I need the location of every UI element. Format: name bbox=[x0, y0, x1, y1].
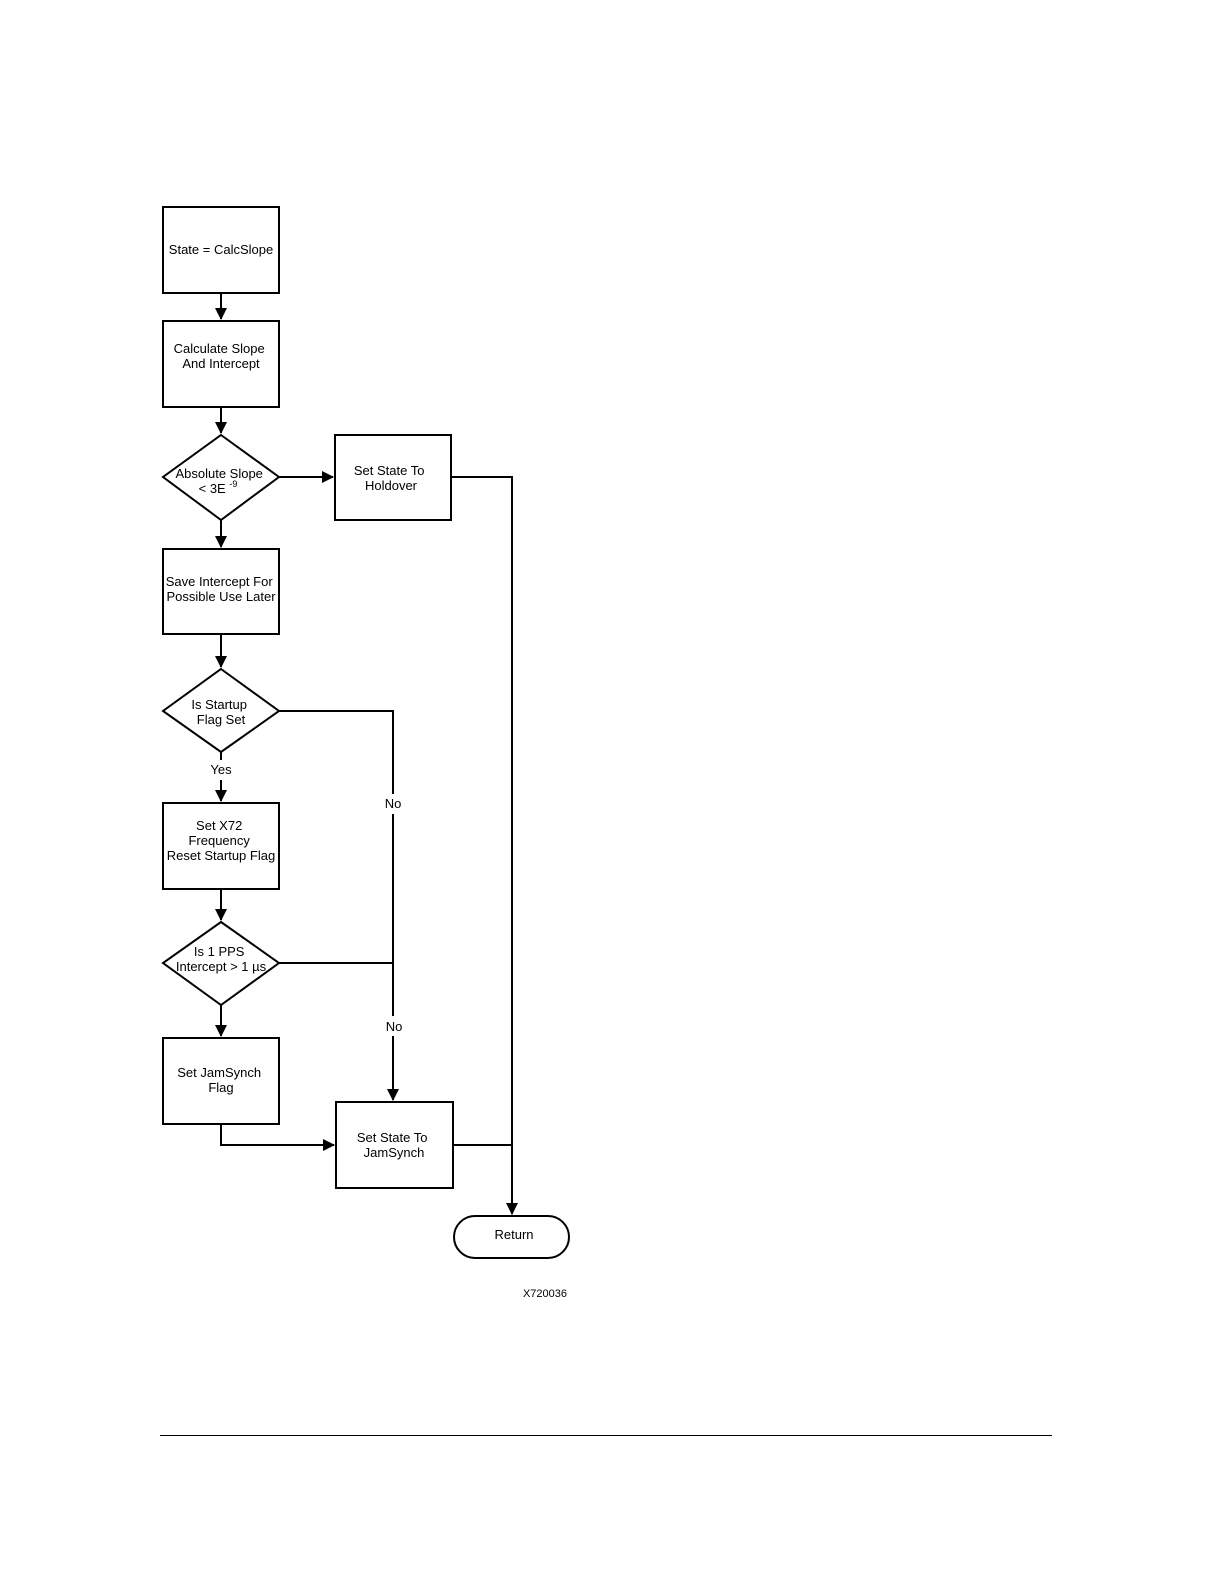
node-set-x72-line-2: Frequency bbox=[188, 833, 250, 848]
decision-absolute-slope: Absolute Slope < 3E -9 bbox=[163, 435, 279, 520]
edge-label-startup-yes: Yes bbox=[210, 762, 232, 777]
decision-startup-flag-label: Is Startup Flag Set bbox=[191, 697, 250, 727]
footer-rule bbox=[160, 1435, 1052, 1436]
decision-pps-intercept-line-1: Is 1 PPS bbox=[194, 944, 245, 959]
terminator-return-label: Return bbox=[494, 1227, 533, 1242]
node-set-state-holdover: Set State To Holdover bbox=[335, 435, 451, 520]
node-set-state-holdover-line-1: Set State To bbox=[354, 463, 425, 478]
node-set-jamsynch-flag-line-1: Set JamSynch bbox=[177, 1065, 261, 1080]
edge-jamsynch-flag-to-state bbox=[221, 1124, 334, 1145]
node-set-x72-line-1: Set X72 bbox=[196, 818, 242, 833]
figure-id: X720036 bbox=[523, 1288, 567, 1300]
node-set-state-jamsynch-line-1: Set State To bbox=[357, 1130, 428, 1145]
decision-absolute-slope-line-1: Absolute Slope bbox=[175, 466, 262, 481]
node-calculate-slope-line-1: Calculate Slope bbox=[174, 341, 265, 356]
edge-startup-no-upper bbox=[279, 711, 393, 794]
node-calculate-slope-label: Calculate Slope And Intercept bbox=[174, 341, 269, 371]
edge-label-startup-no: No bbox=[385, 796, 402, 811]
node-set-jamsynch-flag: Set JamSynch Flag bbox=[163, 1038, 279, 1124]
node-calculate-slope-line-2: And Intercept bbox=[182, 356, 260, 371]
node-set-state-jamsynch-line-2: JamSynch bbox=[364, 1145, 425, 1160]
terminator-return: Return bbox=[454, 1216, 569, 1258]
decision-absolute-slope-exponent: -9 bbox=[229, 479, 237, 489]
decision-pps-intercept-line-2: Intercept > 1 µs bbox=[176, 959, 267, 974]
decision-pps-intercept: Is 1 PPS Intercept > 1 µs bbox=[163, 922, 279, 1005]
node-set-state-jamsynch-label: Set State To JamSynch bbox=[357, 1130, 431, 1160]
decision-startup-flag-line-2: Flag Set bbox=[197, 712, 246, 727]
node-save-intercept: Save Intercept For Possible Use Later bbox=[163, 549, 279, 634]
node-state-calcslope-label: State = CalcSlope bbox=[169, 242, 273, 257]
node-set-x72-line-3: Reset Startup Flag bbox=[167, 848, 275, 863]
node-set-jamsynch-flag-line-2: Flag bbox=[208, 1080, 233, 1095]
edge-label-pps-no: No bbox=[386, 1019, 403, 1034]
node-set-state-holdover-line-2: Holdover bbox=[365, 478, 418, 493]
node-set-state-holdover-label: Set State To Holdover bbox=[354, 463, 428, 493]
node-save-intercept-line-1: Save Intercept For bbox=[166, 574, 274, 589]
edge-holdover-to-return bbox=[452, 477, 512, 1214]
node-calculate-slope: Calculate Slope And Intercept bbox=[163, 321, 279, 407]
decision-startup-flag-line-1: Is Startup bbox=[191, 697, 247, 712]
decision-startup-flag: Is Startup Flag Set bbox=[163, 669, 279, 752]
node-set-x72: Set X72 Frequency Reset Startup Flag bbox=[163, 803, 279, 889]
node-set-state-jamsynch: Set State To JamSynch bbox=[336, 1102, 453, 1188]
decision-absolute-slope-line-2: < 3E bbox=[199, 481, 226, 496]
node-state-calcslope: State = CalcSlope bbox=[163, 207, 279, 293]
node-save-intercept-line-2: Possible Use Later bbox=[166, 589, 276, 604]
node-save-intercept-label: Save Intercept For Possible Use Later bbox=[166, 574, 277, 604]
